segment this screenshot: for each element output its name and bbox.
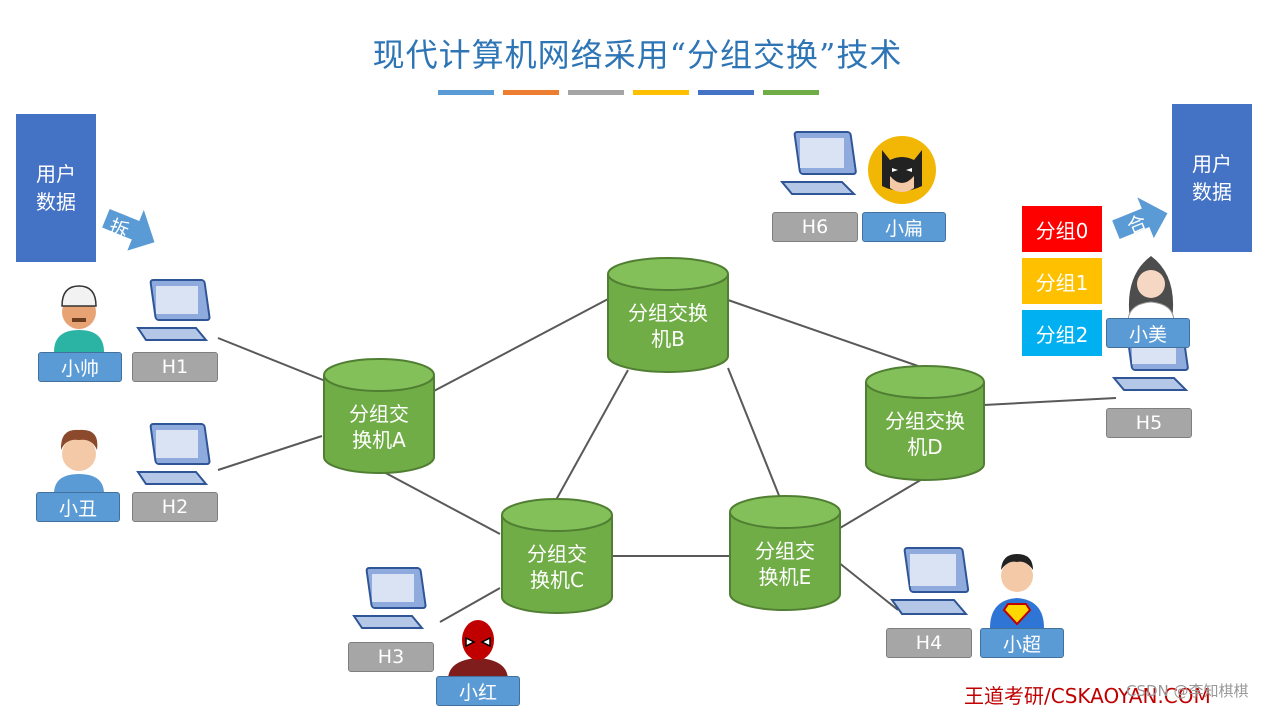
switch-c: 分组交 换机C <box>500 497 614 615</box>
person-label-mei: 小美 <box>1106 318 1190 348</box>
host-label-h1: H1 <box>132 352 218 382</box>
switch-b-cylinder <box>607 257 729 373</box>
link-b-c <box>555 369 629 501</box>
switch-b: 分组交换 机B <box>606 256 730 374</box>
person-label-chou: 小丑 <box>36 492 120 522</box>
laptop-icon <box>890 547 970 615</box>
avatar-superman-icon <box>990 554 1044 628</box>
switch-a-line2: 换机A <box>352 428 406 452</box>
packet-1: 分组1 <box>1022 258 1102 304</box>
person-label-hong: 小红 <box>436 676 520 706</box>
user-data-right-line2: 数据 <box>1192 180 1232 204</box>
host-label-h2: H2 <box>132 492 218 522</box>
link-d-h5 <box>983 397 1117 406</box>
laptop-icon <box>136 279 211 341</box>
link-e-h4 <box>837 561 899 611</box>
avatar-boy-icon <box>54 429 104 494</box>
packet-1-label: 分组1 <box>1035 270 1089 295</box>
switch-c-line2: 换机C <box>530 568 584 592</box>
user-data-right: 用户 数据 <box>1172 104 1252 252</box>
switch-e: 分组交 换机E <box>728 494 842 612</box>
switch-d: 分组交换 机D <box>864 364 986 482</box>
avatar-girl-icon <box>1127 256 1175 322</box>
user-data-right-line1: 用户 <box>1192 152 1232 176</box>
user-data-left-line1: 用户 <box>36 162 76 186</box>
switch-b-line2: 机B <box>651 327 685 351</box>
link-d-e <box>839 477 925 529</box>
switch-c-line1: 分组交 <box>527 542 587 566</box>
packet-0-label: 分组0 <box>1035 218 1089 243</box>
title-bar-2 <box>503 90 559 95</box>
person-label-shuai: 小帅 <box>38 352 122 382</box>
host-label-h5: H5 <box>1106 408 1192 438</box>
avatar-boy-cap-icon <box>54 285 104 352</box>
host-label-h3: H3 <box>348 642 434 672</box>
switch-d-line1: 分组交换 <box>885 409 965 433</box>
person-label-bian: 小扁 <box>862 212 946 242</box>
person-label-chao: 小超 <box>980 628 1064 658</box>
page-title: 现代计算机网络采用“分组交换”技术 <box>372 36 903 74</box>
link-c-h3 <box>439 587 501 623</box>
switch-a: 分组交 换机A <box>322 357 436 475</box>
switch-b-line1: 分组交换 <box>628 301 708 325</box>
split-arrow <box>102 208 155 251</box>
title-bar-1 <box>438 90 494 95</box>
packet-0: 分组0 <box>1022 206 1102 252</box>
switch-a-cylinder <box>323 358 435 474</box>
laptop-icon <box>136 423 211 485</box>
link-h2-a <box>217 435 323 471</box>
user-data-left-line2: 数据 <box>36 190 76 214</box>
title-bar-6 <box>763 90 819 95</box>
laptop-icon <box>780 131 857 195</box>
csdn-watermark: CSDN @李知棋棋 <box>1126 682 1249 700</box>
switch-e-cylinder <box>729 495 841 611</box>
title-bar-3 <box>568 90 624 95</box>
title-bar-4 <box>633 90 689 95</box>
switch-e-line1: 分组交 <box>755 539 815 563</box>
packet-2-label: 分组2 <box>1035 322 1089 347</box>
footer-brand: 王道考研/CSKAOYAN.COM <box>964 684 1211 708</box>
link-h1-a <box>217 337 329 383</box>
switch-c-cylinder <box>501 498 613 614</box>
switch-a-line1: 分组交 <box>349 402 409 426</box>
switch-e-line2: 换机E <box>758 565 812 589</box>
switch-d-line2: 机D <box>907 435 943 459</box>
switch-d-cylinder <box>865 365 985 481</box>
user-data-left: 用户 数据 <box>16 114 96 262</box>
host-label-h6: H6 <box>772 212 858 242</box>
avatar-batman-icon <box>868 136 936 204</box>
merge-arrow <box>1112 197 1168 240</box>
link-a-c <box>379 469 501 535</box>
title-bar-5 <box>698 90 754 95</box>
link-b-e <box>727 367 781 499</box>
avatar-deadpool-icon <box>448 620 508 680</box>
host-label-h4: H4 <box>886 628 972 658</box>
laptop-icon <box>352 567 427 629</box>
link-b-d <box>727 299 919 367</box>
packet-2: 分组2 <box>1022 310 1102 356</box>
link-a-b <box>431 297 611 393</box>
